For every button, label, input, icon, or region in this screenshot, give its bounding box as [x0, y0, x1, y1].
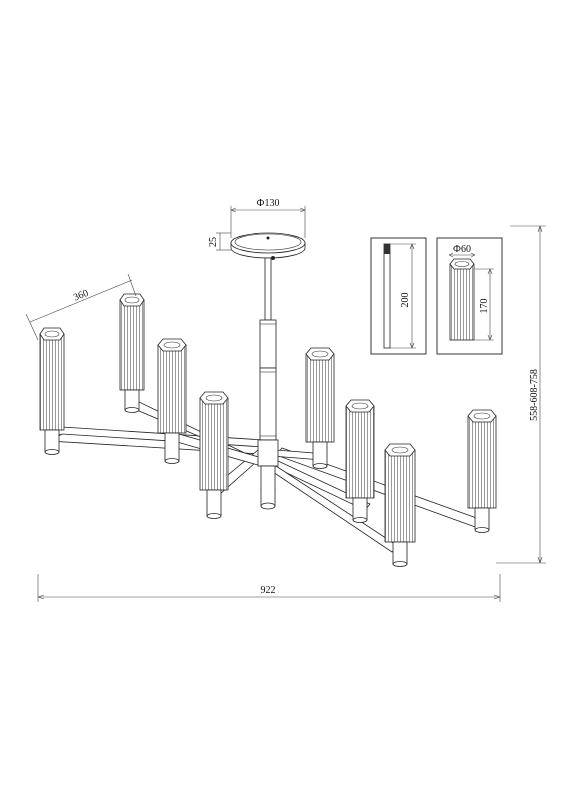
shade-inner-height-label: 170: [479, 299, 490, 314]
shade-front-right: [384, 443, 416, 567]
detail-shade-height-panel: 200: [370, 237, 427, 355]
canopy-diameter-dimension: Ф130: [230, 198, 306, 238]
shade-back-left: [119, 293, 145, 413]
height-range-dimension: 558-608-758: [496, 225, 546, 564]
ceiling-canopy: [230, 232, 306, 260]
shade-mid-right: [345, 399, 375, 523]
shade-diameter-label: Ф60: [453, 244, 471, 255]
shade-far-right: [467, 409, 497, 533]
canopy-height-label: 25: [208, 237, 219, 247]
arm-length-dimension: 360: [25, 273, 137, 341]
shade-front-left: [199, 391, 229, 519]
shade-far-left: [39, 327, 65, 455]
detail-shade-size-panel: Ф60 170: [436, 237, 503, 355]
canopy-diameter-label: Ф130: [257, 198, 280, 209]
shade-center-right: [305, 347, 335, 469]
shade-mid-left: [157, 338, 187, 464]
total-width-dimension: 922: [37, 574, 501, 602]
shade-height-label: 200: [400, 293, 411, 308]
height-range-label: 558-608-758: [529, 369, 540, 421]
arm-length-label: 360: [72, 288, 90, 304]
canopy-height-dimension: 25: [208, 232, 231, 251]
center-stem: [259, 257, 277, 441]
total-width-label: 922: [261, 585, 276, 596]
